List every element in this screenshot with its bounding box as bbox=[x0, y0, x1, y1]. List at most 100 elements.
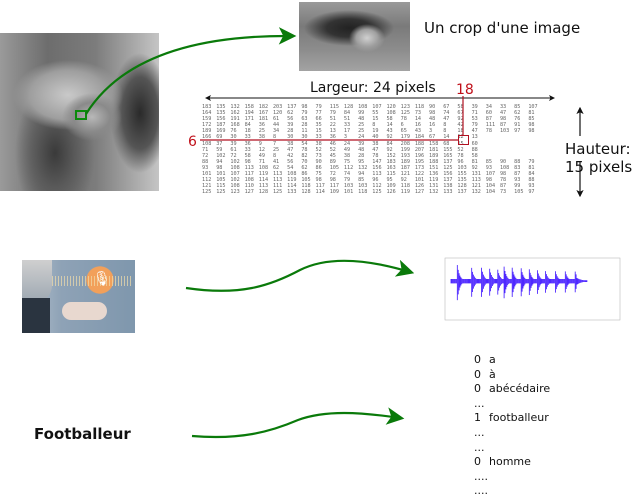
matrix-cell: 25 bbox=[358, 122, 365, 129]
matrix-cell: 135 bbox=[457, 177, 467, 184]
matrix-cell: 78 bbox=[457, 152, 464, 159]
highlight-row-index: 6 bbox=[188, 134, 197, 150]
matrix-cell: 39 bbox=[471, 104, 478, 110]
matrix-cell: 30 bbox=[301, 134, 308, 141]
vocabulary-value: 1 bbox=[474, 411, 481, 425]
matrix-cell: 92 bbox=[400, 177, 407, 184]
matrix-cell: 84 bbox=[528, 171, 535, 178]
matrix-cell: 120 bbox=[386, 104, 396, 110]
matrix-cell: 52 bbox=[329, 146, 336, 153]
matrix-cell: 58 bbox=[457, 104, 464, 110]
matrix-cell: 85 bbox=[485, 158, 492, 165]
matrix-cell: 188 bbox=[414, 140, 425, 147]
vocabulary-entry: ... bbox=[474, 397, 550, 412]
matrix-cell: 24 bbox=[358, 134, 365, 141]
matrix-cell: 169 bbox=[216, 128, 226, 135]
matrix-cell: 11 bbox=[301, 128, 308, 135]
matrix-cell: 128 bbox=[258, 189, 269, 196]
matrix-cell: 184 bbox=[414, 134, 425, 141]
matrix-cell: 76 bbox=[230, 128, 237, 135]
matrix-cell: 119 bbox=[287, 177, 297, 184]
matrix-cell: 112 bbox=[372, 183, 382, 190]
matrix-cell: 83 bbox=[514, 164, 521, 171]
matrix-cell: 43 bbox=[414, 128, 422, 135]
matrix-cell: 17 bbox=[343, 128, 351, 135]
matrix-cell: 108 bbox=[358, 104, 368, 110]
hand-with-phone bbox=[62, 302, 107, 320]
matrix-cell: 131 bbox=[471, 171, 481, 178]
matrix-cell: 76 bbox=[514, 116, 521, 123]
matrix-cell: 62 bbox=[301, 164, 308, 171]
matrix-cell: 104 bbox=[485, 183, 496, 190]
vocabulary-word: abécédaire bbox=[489, 382, 551, 396]
matrix-cell: 69 bbox=[216, 134, 223, 141]
matrix-cell: 199 bbox=[400, 146, 410, 153]
matrix-cell: 33 bbox=[244, 146, 251, 153]
matrix-cell: 101 bbox=[216, 171, 226, 178]
matrix-cell: 114 bbox=[258, 177, 269, 184]
sound-wave-graphic bbox=[52, 276, 132, 286]
matrix-cell: 16 bbox=[414, 122, 422, 129]
matrix-cell: 113 bbox=[372, 171, 382, 178]
matrix-cell: 9 bbox=[258, 140, 262, 147]
matrix-cell: 62 bbox=[272, 164, 280, 171]
matrix-cell: 118 bbox=[400, 183, 410, 190]
audio-arrow bbox=[185, 259, 415, 292]
matrix-cell: 123 bbox=[230, 189, 240, 196]
matrix-cell: 96 bbox=[457, 158, 464, 165]
vocabulary-value: 0 bbox=[474, 353, 481, 366]
matrix-cell: 81 bbox=[528, 110, 535, 117]
matrix-cell: 114 bbox=[315, 189, 325, 196]
matrix-cell: 36 bbox=[244, 140, 251, 147]
matrix-cell: 70 bbox=[301, 158, 308, 165]
matrix-cell: 81 bbox=[471, 158, 478, 165]
matrix-cell: 62 bbox=[514, 110, 521, 117]
matrix-cell: 72 bbox=[329, 171, 336, 178]
matrix-cell: 195 bbox=[414, 158, 425, 165]
matrix-cell: 25 bbox=[358, 128, 365, 135]
matrix-cell: 114 bbox=[287, 183, 297, 190]
vocabulary-word: footballeur bbox=[489, 411, 549, 425]
matrix-cell: 189 bbox=[202, 128, 212, 135]
matrix-cell: 93 bbox=[202, 164, 209, 171]
matrix-cell: 65 bbox=[400, 128, 407, 135]
matrix-cell: 87 bbox=[514, 171, 521, 178]
matrix-cell: 95 bbox=[358, 158, 365, 165]
matrix-cell: 22 bbox=[329, 122, 336, 129]
matrix-cell: 88 bbox=[528, 177, 535, 184]
matrix-cell: 109 bbox=[329, 189, 340, 196]
matrix-cell: 88 bbox=[471, 146, 478, 153]
matrix-cell: 33 bbox=[343, 122, 351, 129]
matrix-cell: 188 bbox=[429, 158, 439, 165]
matrix-cell: 55 bbox=[372, 110, 379, 117]
matrix-cell: 115 bbox=[329, 104, 340, 110]
matrix-cell: 18 bbox=[457, 128, 464, 135]
matrix-cell: 86 bbox=[301, 171, 308, 178]
matrix-cell: 108 bbox=[202, 140, 212, 147]
matrix-cell: 71 bbox=[202, 146, 209, 153]
matrix-cell: 118 bbox=[358, 189, 368, 196]
width-label: Largeur: 24 pixels bbox=[310, 80, 436, 96]
matrix-cell: 111 bbox=[485, 122, 496, 129]
matrix-cell: 118 bbox=[301, 183, 311, 190]
matrix-cell: 79 bbox=[315, 104, 322, 110]
matrix-cell: 90 bbox=[315, 158, 322, 165]
matrix-cell: 82 bbox=[301, 152, 308, 159]
matrix-cell: 113 bbox=[258, 183, 269, 190]
matrix-cell: 71 bbox=[471, 110, 478, 117]
matrix-cell: 52 bbox=[315, 146, 322, 153]
matrix-cell: 14 bbox=[443, 134, 450, 141]
matrix-cell: 133 bbox=[443, 189, 453, 196]
matrix-cell: 47 bbox=[372, 146, 379, 153]
matrix-cell: 119 bbox=[429, 177, 439, 184]
matrix-cell: 117 bbox=[315, 183, 325, 190]
matrix-cell: 74 bbox=[343, 171, 351, 178]
